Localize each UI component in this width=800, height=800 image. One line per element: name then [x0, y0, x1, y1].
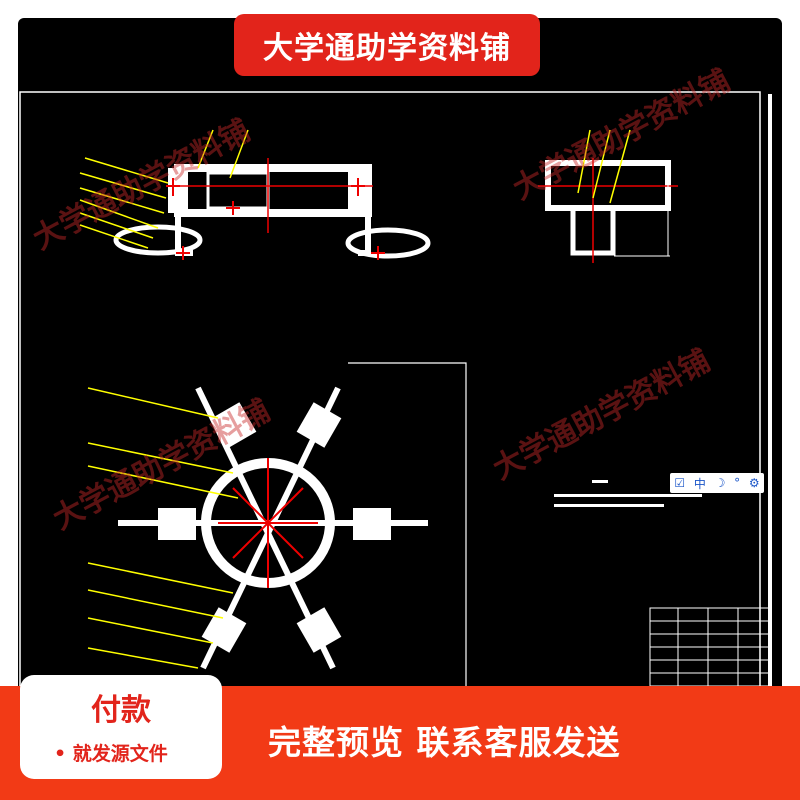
shop-name-banner: 大学通助学资料铺 — [234, 14, 540, 76]
chinese-input-icon[interactable]: 中 — [693, 476, 706, 491]
gear-icon[interactable]: ⚙ — [748, 476, 760, 490]
input-method-toolbar[interactable]: ☑ 中 ☽ ° ⚙ — [670, 473, 764, 493]
technical-notes — [554, 480, 702, 507]
title-block — [649, 607, 771, 687]
payment-title: 付款 — [91, 693, 151, 728]
radial-assembly — [87, 362, 467, 698]
moon-icon[interactable]: ☽ — [714, 476, 726, 490]
payment-card[interactable]: 付款 • 就发源文件 — [20, 675, 222, 779]
punctuation-icon[interactable]: ° — [734, 476, 741, 490]
contact-cta: 完整预览 联系客服发送 — [268, 723, 621, 762]
payment-subtitle: • 就发源文件 — [54, 743, 168, 765]
cad-drawing-area: ☑ 中 ☽ ° ⚙ — [18, 18, 782, 718]
cad-drawing — [19, 91, 772, 713]
top-view-assembly — [79, 129, 431, 260]
side-view-assembly — [538, 129, 678, 263]
check-icon[interactable]: ☑ — [674, 476, 686, 490]
